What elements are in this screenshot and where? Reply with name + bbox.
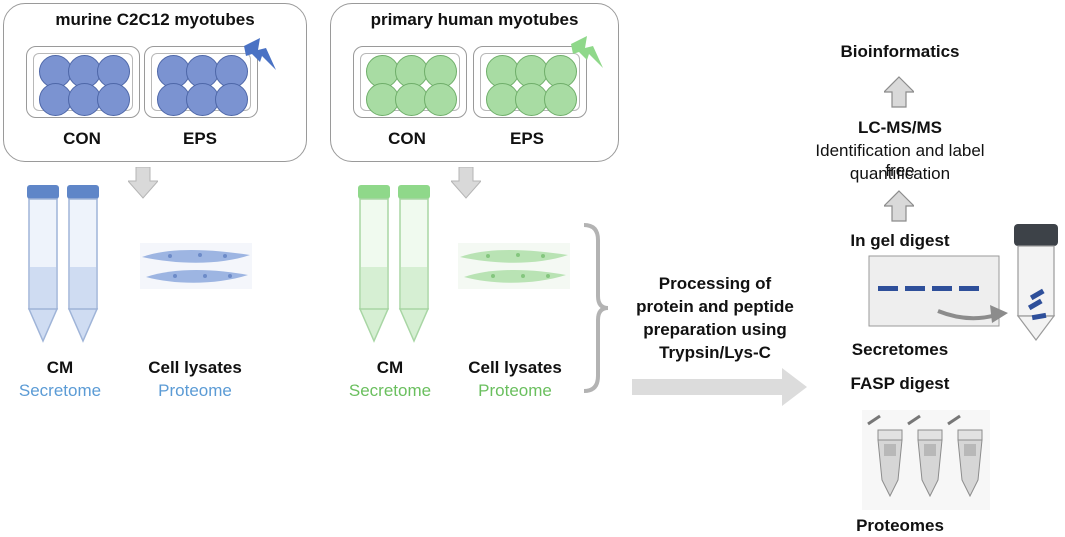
- human-cm-label: CM: [376, 358, 404, 377]
- conical-tube-icon: [1014, 224, 1058, 341]
- murine-eps-label: EPS: [182, 129, 218, 148]
- murine-secretome-label: Secretome: [18, 381, 102, 400]
- well: [366, 55, 399, 88]
- conical-tube-icon: [358, 185, 430, 343]
- murine-cell-lysates-label: Cell lysates: [148, 358, 242, 377]
- in-gel-digest-label: In gel digest: [850, 231, 950, 250]
- human-con-label: CON: [388, 129, 426, 148]
- lcms-label: LC-MS/MS: [857, 118, 943, 137]
- well: [544, 83, 577, 116]
- well: [68, 83, 101, 116]
- bracket: [583, 223, 609, 393]
- myotube-cells-icon: [140, 243, 252, 289]
- eppendorf-tube-icon: [862, 410, 990, 510]
- well: [186, 55, 219, 88]
- well: [215, 83, 248, 116]
- up-arrow-icon: [884, 76, 914, 108]
- lcms-desc-line2: quantification: [849, 164, 951, 183]
- human-eps-plate: [473, 46, 587, 118]
- secretomes-label: Secretomes: [851, 340, 949, 359]
- myotube-cells-icon: [458, 243, 570, 289]
- lightning-icon: [571, 36, 603, 68]
- well: [157, 55, 190, 88]
- murine-eps-plate: [144, 46, 258, 118]
- lcms-desc-line1: Identification and label free: [815, 141, 985, 180]
- human-secretome-label: Secretome: [348, 381, 432, 400]
- up-arrow-icon: [884, 190, 914, 222]
- processing-line4: Trypsin/Lys-C: [659, 343, 771, 362]
- murine-con-label: CON: [63, 129, 101, 148]
- down-arrow-icon: [128, 167, 158, 199]
- lightning-icon: [244, 38, 276, 70]
- well: [68, 55, 101, 88]
- gel-icon: [868, 255, 1000, 327]
- well: [366, 83, 399, 116]
- well: [97, 83, 130, 116]
- human-panel-title: primary human myotubes: [370, 10, 579, 29]
- human-proteome-label: Proteome: [478, 381, 552, 400]
- human-cell-lysates-label: Cell lysates: [468, 358, 562, 377]
- well: [157, 83, 190, 116]
- murine-con-plate: [26, 46, 140, 118]
- well: [486, 83, 519, 116]
- murine-panel-title: murine C2C12 myotubes: [55, 10, 255, 29]
- murine-proteome-label: Proteome: [158, 381, 232, 400]
- well: [424, 83, 457, 116]
- right-arrow-icon: [632, 368, 807, 406]
- arrow-head-icon: [990, 305, 1008, 323]
- down-arrow-icon: [451, 167, 481, 199]
- murine-panel: murine C2C12 myotubes CON EPS: [3, 3, 307, 162]
- well: [39, 55, 72, 88]
- processing-line3: preparation using: [643, 320, 787, 339]
- well: [424, 55, 457, 88]
- human-panel: primary human myotubes CON EPS: [330, 3, 619, 162]
- conical-tube-icon: [27, 185, 99, 343]
- fasp-digest-label: FASP digest: [850, 374, 950, 393]
- well: [544, 55, 577, 88]
- bioinformatics-label: Bioinformatics: [840, 42, 960, 61]
- processing-line1: Processing of: [658, 274, 772, 293]
- well: [186, 83, 219, 116]
- well: [395, 83, 428, 116]
- well: [215, 55, 248, 88]
- murine-cm-label: CM: [46, 358, 74, 377]
- human-eps-label: EPS: [509, 129, 545, 148]
- processing-line2: protein and peptide: [636, 297, 794, 316]
- human-con-plate: [353, 46, 467, 118]
- proteomes-label: Proteomes: [856, 516, 944, 535]
